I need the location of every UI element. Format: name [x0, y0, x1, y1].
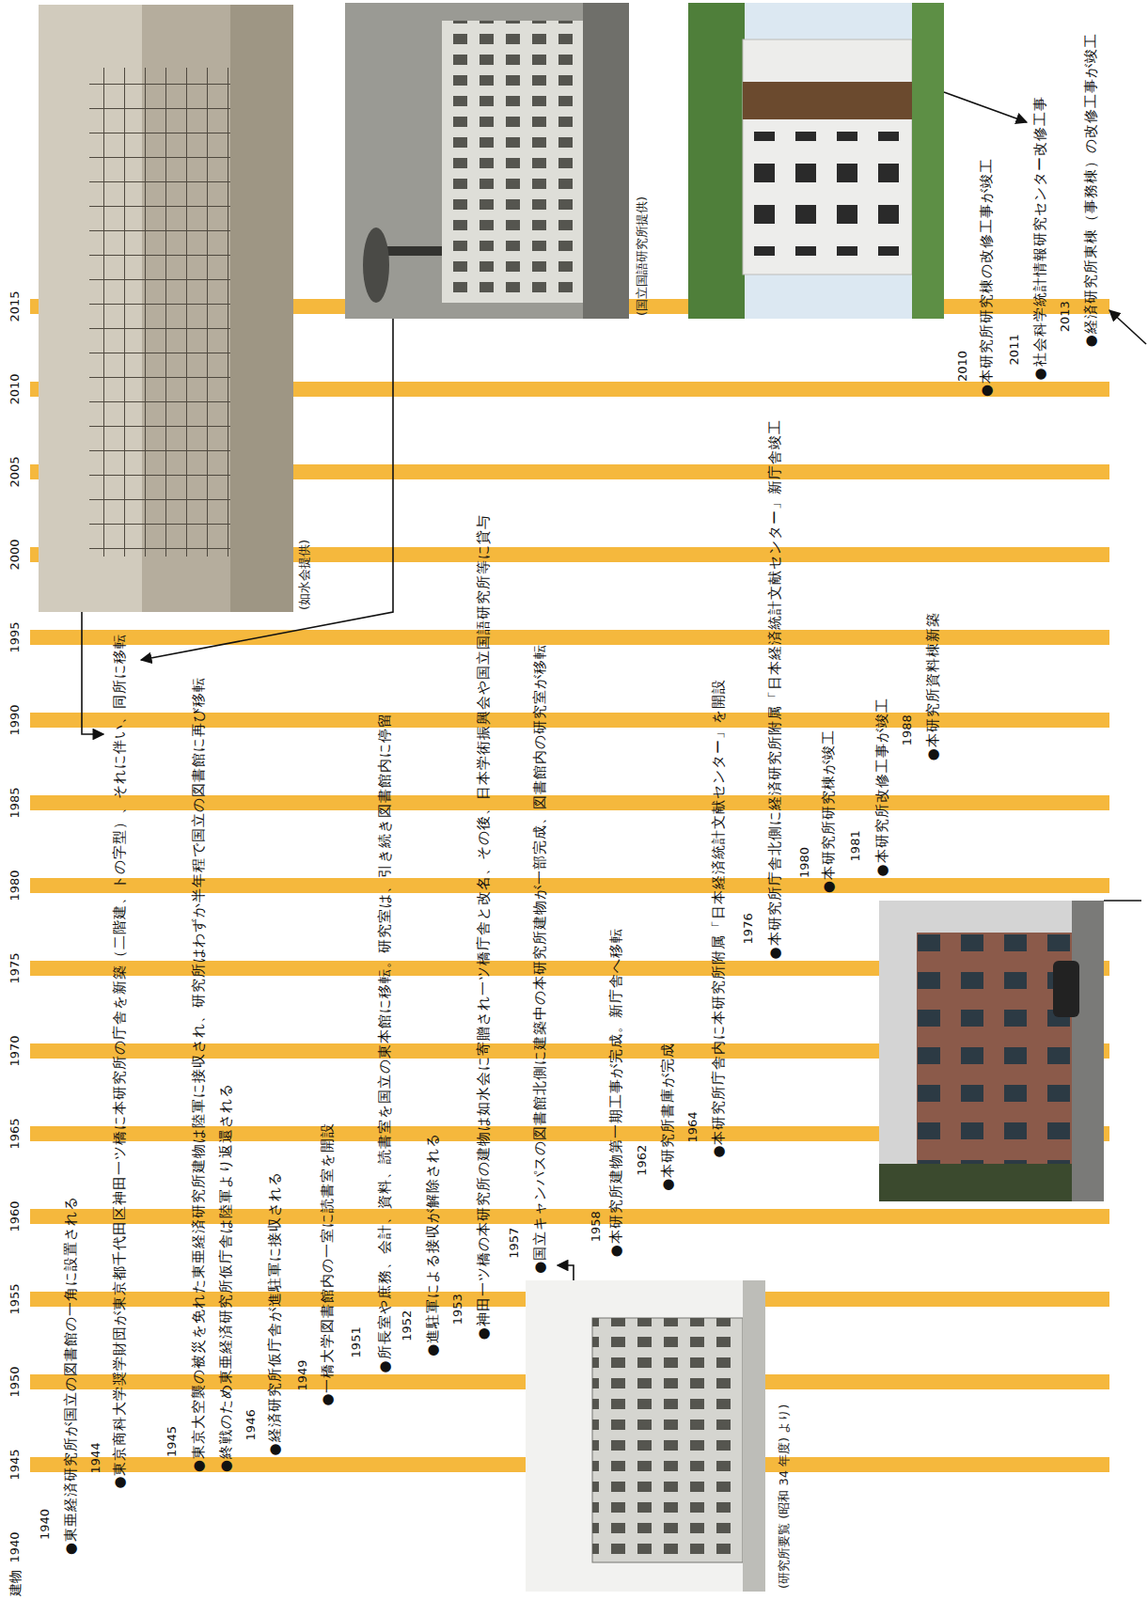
event-text: ●進駐軍による接収が解除される — [424, 1132, 441, 1357]
photo-sky — [688, 2, 944, 319]
event-year: 1945 — [164, 1426, 180, 1458]
event-year: 1944 — [88, 1443, 104, 1475]
event-year: 1988 — [899, 714, 915, 746]
axis-year: 1945 — [7, 1448, 23, 1480]
building-windows — [916, 932, 1072, 1168]
axis-year: 1995 — [7, 621, 23, 653]
event-text: ●一橋大学図書館内の一室に読書室を開設 — [318, 1122, 336, 1407]
building — [441, 20, 583, 303]
axis-year: 1970 — [7, 1035, 23, 1067]
leader-arrow — [141, 318, 394, 661]
event-year: 1958 — [588, 1210, 604, 1243]
axis-year: 1990 — [7, 704, 23, 736]
photo-credit: (国立国語研究所提供) — [634, 196, 650, 316]
event-year: 2013 — [1057, 300, 1073, 332]
leader-arrow — [557, 1265, 574, 1281]
axis-year: 1950 — [7, 1366, 23, 1398]
photo-ground — [582, 2, 630, 319]
event-text: ●東亜経済研究所が国立の図書館の一角に設置される — [62, 1195, 79, 1556]
smoke — [362, 227, 390, 303]
axis-year: 2000 — [7, 538, 23, 570]
leader-arrow — [81, 612, 104, 735]
event-year: 2010 — [955, 350, 971, 382]
photo-ground — [742, 1280, 766, 1592]
building — [592, 1318, 743, 1563]
building — [742, 39, 913, 275]
photo-ground — [38, 4, 294, 613]
event-year: 1962 — [634, 1145, 650, 1177]
section-heading: 建物 — [7, 1570, 24, 1597]
event-text: ●本研究所研究棟が竣工 — [819, 729, 837, 894]
event-text: ●本研究所研究棟の改修工事が竣工 — [977, 157, 995, 397]
event-text: ●終戦のため東亜経済研究所仮庁舎は陸軍より返還される — [217, 1083, 235, 1473]
event-year: 1951 — [348, 1326, 364, 1358]
photo-old-building — [345, 2, 630, 319]
event-text: ●本研究所庁舎北側に経済研究所附属「日本経済統計文献センター」新庁舎竣工 — [766, 419, 784, 960]
tree — [879, 1163, 1086, 1202]
photo-brick-building — [879, 900, 1104, 1202]
event-text: ●本研究所改修工事が竣工 — [873, 697, 891, 877]
event-text: ●本研究所書庫が完成 — [659, 1042, 677, 1192]
event-text: ●本研究所建物第一期工事が完成。新庁舎へ移転 — [607, 927, 625, 1258]
event-year: 1957 — [506, 1227, 522, 1259]
event-text: ●東京商科大学奨学財団が東京都千代田区神田一ツ橋に本研究所の庁舎を新築（二階建、… — [110, 633, 128, 1490]
axis-year: 2015 — [7, 290, 23, 322]
event-year: 1980 — [797, 847, 813, 879]
event-year: 1952 — [399, 1310, 415, 1342]
photo-road — [1071, 900, 1104, 1202]
event-year: 2011 — [1006, 333, 1023, 365]
building-windows — [441, 20, 583, 303]
axis-year: 1940 — [7, 1531, 23, 1563]
event-year: 1976 — [740, 912, 756, 944]
building-windows — [752, 131, 903, 256]
photo-field — [230, 4, 294, 613]
axis-year: 1975 — [7, 952, 23, 984]
photo-construction — [38, 4, 294, 613]
event-year: 1953 — [450, 1293, 466, 1325]
lawn — [912, 2, 944, 319]
trees — [688, 2, 745, 319]
event-text: ●経済研究所東棟（事務棟）の改修工事が竣工 — [1082, 32, 1100, 347]
leader-arrow — [943, 92, 1027, 123]
event-text: ●所長室や庶務、会計、資料、読書室を国立の東本館に移転。研究室は、引き続き図書館… — [376, 712, 394, 1373]
building-windows — [592, 1318, 743, 1563]
event-year: 1940 — [37, 1509, 53, 1541]
photo-sky — [345, 2, 630, 319]
axis-year: 1965 — [7, 1117, 23, 1149]
leader-lines — [81, 92, 1147, 1281]
photo-brochure-building — [525, 1280, 766, 1592]
axis-year: 1960 — [7, 1200, 23, 1232]
leader-line — [1103, 899, 1142, 902]
event-year: 1949 — [295, 1360, 311, 1392]
event-text: ●社会科学統計情報研究センター改修工事 — [1031, 95, 1049, 380]
car — [1053, 960, 1080, 1018]
event-year: 1946 — [243, 1409, 259, 1441]
photo-sky — [525, 1280, 766, 1592]
axis-year: 2010 — [7, 373, 23, 405]
axis-year: 1985 — [7, 786, 23, 818]
event-text: ●神田一ツ橋の本研究所の建物は如水会に寄贈され一ツ橋庁舎と改名、その後、日本学術… — [474, 514, 492, 1340]
year-bar — [30, 629, 1110, 645]
photo-sky — [879, 900, 1104, 1202]
scaffold — [89, 67, 231, 557]
event-year: 1964 — [685, 1112, 701, 1144]
event-text: ●国立キャンパスの図書館北側に建築中の本研究所建物が一部完成、図書館内の研究室が… — [531, 644, 549, 1274]
photo-credit: (如水会提供) — [297, 539, 313, 611]
photo-credit: (研究所要覧 (昭和 34 年度) より) — [776, 1404, 792, 1589]
event-text: ●経済研究所仮庁舎が進駐軍に接収される — [266, 1171, 284, 1456]
event-text: ●本研究所資料棟新築 — [924, 612, 942, 761]
building — [916, 932, 1072, 1168]
leader-arrow — [1109, 310, 1147, 345]
axis-year: 2005 — [7, 456, 23, 488]
photo-white-building — [688, 2, 944, 319]
event-text: ●本研究所庁舎内に本研究所附属「日本経済統計文献センター」を開設 — [709, 678, 727, 1159]
building-frame — [742, 81, 913, 120]
event-text: ●東京大空襲の被災を免れた東亜経済研究所建物は陸軍に接収され、研究所はわずか半年… — [189, 676, 207, 1473]
axis-year: 1980 — [7, 869, 23, 901]
axis-year: 1955 — [7, 1283, 23, 1315]
event-year: 1981 — [848, 830, 864, 862]
